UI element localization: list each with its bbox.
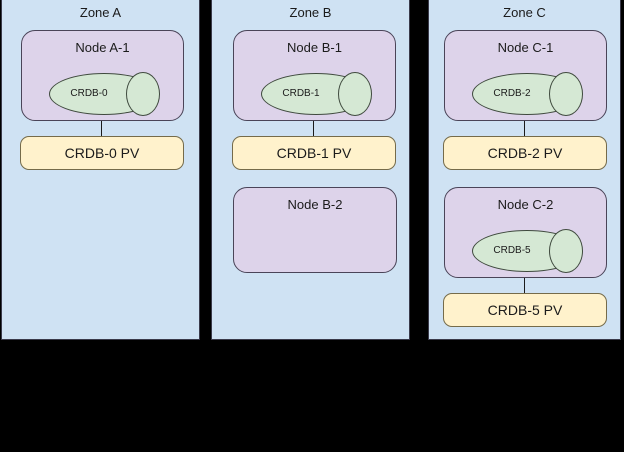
zone-c: Zone C Node C-1 CRDB-2 CRDB-2 PV Node C-… [428, 0, 621, 340]
node-b-2: Node B-2 [233, 187, 397, 273]
connector-node-a-1-to-crdb-0-pv [101, 121, 102, 136]
crdb-0-label: CRDB-0 [70, 88, 108, 99]
cylinder-cap [549, 72, 583, 116]
crdb-0-pv: CRDB-0 PV [20, 136, 184, 170]
cylinder-cap [126, 72, 160, 116]
node-c-2-title: Node C-2 [497, 197, 554, 212]
crdb-1-cylinder: CRDB-1 [261, 72, 372, 116]
crdb-2-label: CRDB-2 [493, 88, 531, 99]
crdb-2-pv: CRDB-2 PV [443, 136, 607, 170]
crdb-0-cylinder: CRDB-0 [49, 72, 160, 116]
crdb-0-pv-label: CRDB-0 PV [64, 144, 140, 161]
node-b-2-title: Node B-2 [287, 197, 343, 212]
zone-b-title: Zone B [289, 5, 332, 20]
connector-node-c-1-to-crdb-2-pv [524, 121, 525, 136]
crdb-5-pv: CRDB-5 PV [443, 293, 607, 327]
zone-c-title: Zone C [503, 5, 546, 20]
crdb-1-pv: CRDB-1 PV [232, 136, 396, 170]
crdb-2-cylinder: CRDB-2 [472, 72, 583, 116]
zone-a: Zone A Node A-1 CRDB-0 CRDB-0 PV [1, 0, 200, 340]
node-a-1: Node A-1 CRDB-0 [21, 30, 184, 121]
crdb-5-cylinder: CRDB-5 [472, 229, 583, 273]
node-c-2: Node C-2 CRDB-5 [444, 187, 607, 278]
crdb-1-pv-label: CRDB-1 PV [276, 144, 352, 161]
crdb-5-label: CRDB-5 [493, 245, 531, 256]
connector-node-b-1-to-crdb-1-pv [313, 121, 314, 136]
crdb-5-pv-label: CRDB-5 PV [487, 301, 563, 318]
cylinder-cap [549, 229, 583, 273]
crdb-2-pv-label: CRDB-2 PV [487, 144, 563, 161]
node-c-1: Node C-1 CRDB-2 [444, 30, 607, 121]
connector-node-c-2-to-crdb-5-pv [524, 278, 525, 293]
node-c-1-title: Node C-1 [497, 40, 554, 55]
crdb-1-label: CRDB-1 [282, 88, 320, 99]
cylinder-cap [338, 72, 372, 116]
node-a-1-title: Node A-1 [75, 40, 130, 55]
node-b-1: Node B-1 CRDB-1 [233, 30, 396, 121]
node-b-1-title: Node B-1 [287, 40, 342, 55]
zone-a-title: Zone A [79, 5, 122, 20]
zone-b: Zone B Node B-1 CRDB-1 CRDB-1 PV Node B-… [211, 0, 410, 340]
